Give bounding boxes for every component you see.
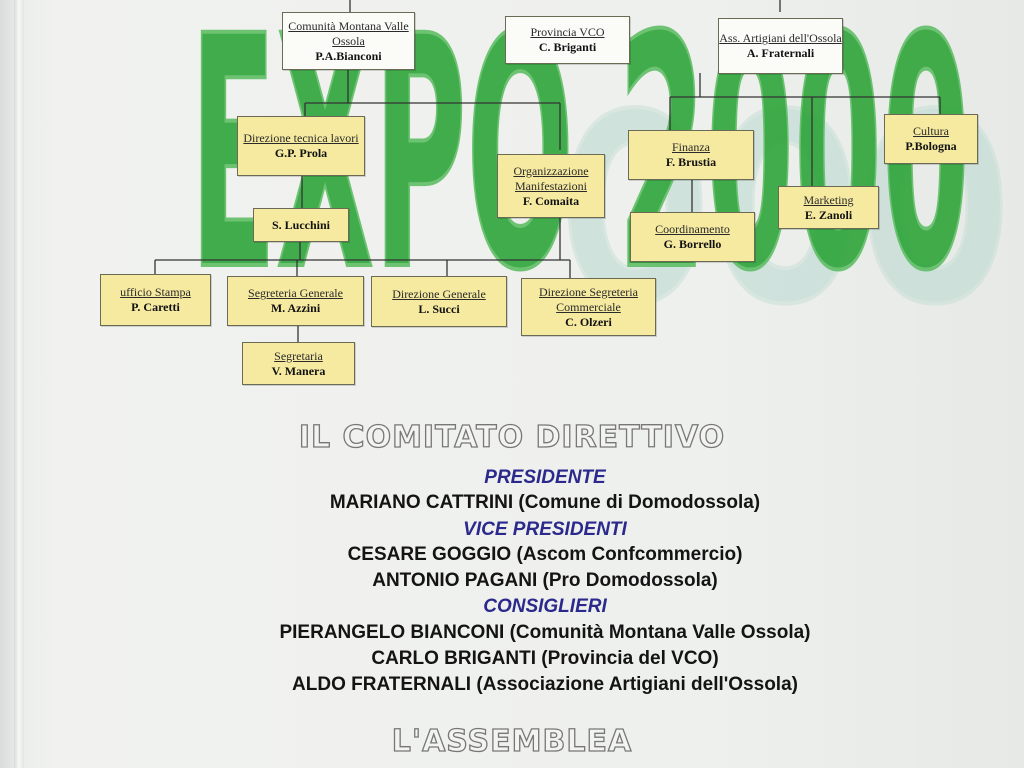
org-box-title: Ass. Artigiani dell'Ossola [719, 31, 842, 45]
presidente-member: MARIANO CATTRINI (Comune di Domodossola) [329, 492, 761, 513]
org-box-name: L. Succi [418, 301, 460, 316]
org-box-title: Provincia VCO [530, 25, 605, 39]
org-box-name: C. Olzeri [565, 314, 612, 329]
org-box-artigiani: Ass. Artigiani dell'Ossola A. Fraternali [718, 18, 843, 74]
org-box-title: ufficio Stampa [120, 285, 191, 299]
org-box-name: M. Azzini [270, 301, 321, 315]
org-box-provincia: Provincia VCO C. Briganti [505, 16, 630, 64]
org-chart-connectors [154, 0, 941, 342]
comitato-title: IL COMITATO DIRETTIVO [298, 419, 726, 455]
org-box-name: F. Comaita [522, 193, 580, 208]
org-box-coordinamento: Coordinamento G. Borrello [630, 212, 755, 262]
org-box-direzione-tecnica: Direzione tecnica lavori G.P. Prola [237, 116, 365, 176]
vice-presidente-member: ANTONIO PAGANI (Pro Domodossola) [372, 570, 718, 591]
org-box-lucchini: S. Lucchini [253, 208, 349, 242]
org-box-title: Segreteria Generale [248, 286, 343, 300]
org-box-title: Comunità Montana Valle Ossola [288, 18, 409, 48]
org-box-title: Segretaria [274, 348, 323, 363]
org-box-title: Finanza [672, 140, 710, 154]
presidente-label: PRESIDENTE [484, 467, 606, 488]
org-box-name: A. Fraternali [746, 46, 815, 60]
org-box-comunita: Comunità Montana Valle Ossola P.A.Bianco… [282, 12, 415, 70]
org-box-ufficio-stampa: ufficio Stampa P. Caretti [100, 274, 211, 326]
org-box-marketing: Marketing E. Zanoli [778, 186, 879, 229]
org-box-name: S. Lucchini [271, 217, 331, 232]
consigliere-member: ALDO FRATERNALI (Associazione Artigiani … [292, 674, 798, 695]
page-fold [14, 0, 24, 768]
org-box-name: G. Borrello [663, 237, 722, 251]
org-box-name: P.A.Bianconi [315, 48, 382, 63]
org-box-segreteria-generale: Segreteria Generale M. Azzini [227, 276, 364, 326]
org-box-name: P. Caretti [131, 300, 180, 314]
org-box-title: Direzione tecnica lavori [243, 131, 359, 145]
assemblea-title: L'ASSEMBLEA [391, 723, 633, 759]
org-box-direzione-generale: Direzione Generale L. Succi [371, 276, 507, 327]
consigliere-member: PIERANGELO BIANCONI (Comunità Montana Va… [279, 622, 811, 643]
org-box-name: V. Manera [271, 363, 326, 378]
org-box-direzione-segreteria: Direzione Segreteria Commerciale C. Olze… [521, 278, 656, 336]
org-box-cultura: Cultura P.Bologna [884, 114, 978, 164]
org-box-name: G.P. Prola [274, 146, 328, 160]
org-box-title: Marketing [803, 192, 854, 207]
consiglieri-label: CONSIGLIERI [483, 596, 607, 617]
org-box-title: Cultura [913, 124, 949, 138]
org-box-finanza: Finanza F. Brustia [628, 130, 754, 180]
org-box-title: Organizzazione Manifestazioni [513, 163, 589, 193]
org-box-segretaria: Segretaria V. Manera [242, 342, 355, 385]
org-box-title: Direzione Segreteria Commerciale [539, 284, 638, 314]
org-box-name: E. Zanoli [804, 207, 853, 222]
vice-presidenti-label: VICE PRESIDENTI [463, 519, 627, 540]
org-box-title: Direzione Generale [392, 286, 486, 301]
org-box-organizzazione: Organizzazione Manifestazioni F. Comaita [497, 154, 605, 218]
org-box-title: Coordinamento [655, 222, 730, 236]
org-box-name: F. Brustia [665, 155, 717, 169]
consigliere-member: CARLO BRIGANTI (Provincia del VCO) [371, 648, 719, 669]
vice-presidente-member: CESARE GOGGIO (Ascom Confcommercio) [347, 544, 743, 565]
org-box-name: P.Bologna [905, 139, 957, 153]
org-box-name: C. Briganti [538, 40, 597, 54]
